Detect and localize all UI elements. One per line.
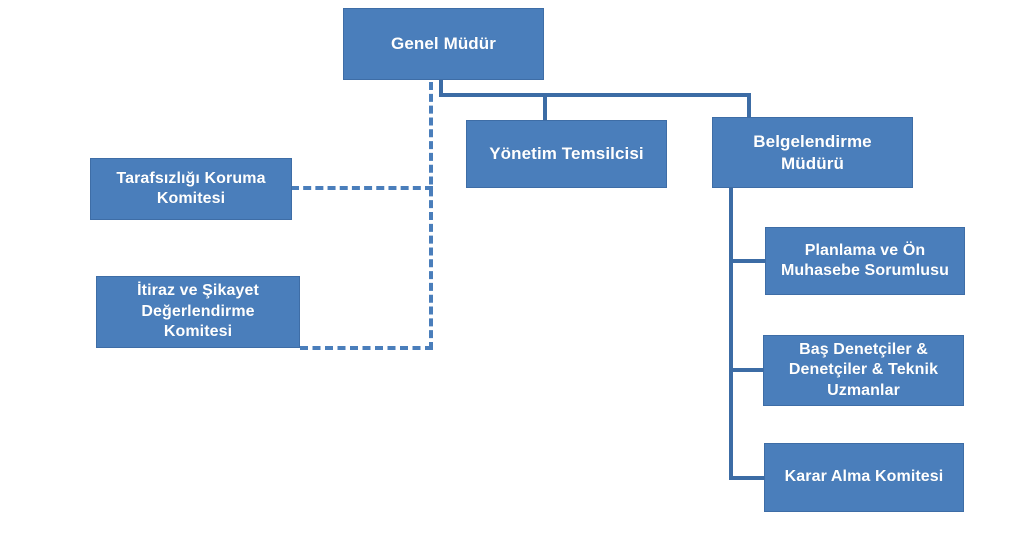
- node-itiraz-sikayet-komitesi[interactable]: İtiraz ve Şikayet Değerlendirme Komitesi: [96, 276, 300, 348]
- node-yonetim-temsilcisi-label: Yönetim Temsilcisi: [489, 144, 644, 164]
- node-itiraz-sikayet-komitesi-label: İtiraz ve Şikayet Değerlendirme Komitesi: [137, 282, 259, 341]
- node-belgelendirme-muduru-label: Belgelendirme Müdürü: [753, 131, 872, 173]
- dashed-connector-to-itiraz-sikayet: [300, 346, 433, 350]
- node-belgelendirme-muduru[interactable]: Belgelendirme Müdürü: [712, 117, 913, 188]
- node-planlama-on-muhasebe-label: Planlama ve Ön Muhasebe Sorumlusu: [780, 241, 950, 279]
- node-genel-mudur[interactable]: Genel Müdür: [343, 8, 544, 80]
- connector-to-planlama-on-muhasebe: [729, 259, 767, 263]
- node-tarafsizligi-koruma-komitesi-label: Tarafsızlığı Koruma Komitesi: [116, 169, 266, 207]
- dashed-connector-to-tarafsizligi-koruma: [291, 186, 433, 190]
- node-karar-alma-komitesi-label: Karar Alma Komitesi: [784, 468, 944, 486]
- connector-to-bas-denetciler: [729, 368, 767, 372]
- node-genel-mudur-label: Genel Müdür: [391, 34, 496, 54]
- connector-belgelendirme-spine: [729, 188, 733, 480]
- connector-to-yonetim-temsilcisi: [543, 93, 547, 121]
- dashed-connector-spine: [429, 82, 433, 350]
- connector-horizontal-bus: [439, 93, 751, 97]
- connector-to-belgelendirme-muduru: [747, 93, 751, 118]
- node-bas-denetciler[interactable]: Baş Denetçiler & Denetçiler & Teknik Uzm…: [763, 335, 964, 406]
- node-planlama-on-muhasebe[interactable]: Planlama ve Ön Muhasebe Sorumlusu: [765, 227, 965, 295]
- node-bas-denetciler-label: Baş Denetçiler & Denetçiler & Teknik Uzm…: [788, 340, 939, 399]
- connector-genel-mudur-drop: [439, 80, 443, 97]
- connector-to-karar-alma-komitesi: [729, 476, 767, 480]
- node-karar-alma-komitesi[interactable]: Karar Alma Komitesi: [764, 443, 964, 512]
- node-yonetim-temsilcisi[interactable]: Yönetim Temsilcisi: [466, 120, 667, 188]
- node-tarafsizligi-koruma-komitesi[interactable]: Tarafsızlığı Koruma Komitesi: [90, 158, 292, 220]
